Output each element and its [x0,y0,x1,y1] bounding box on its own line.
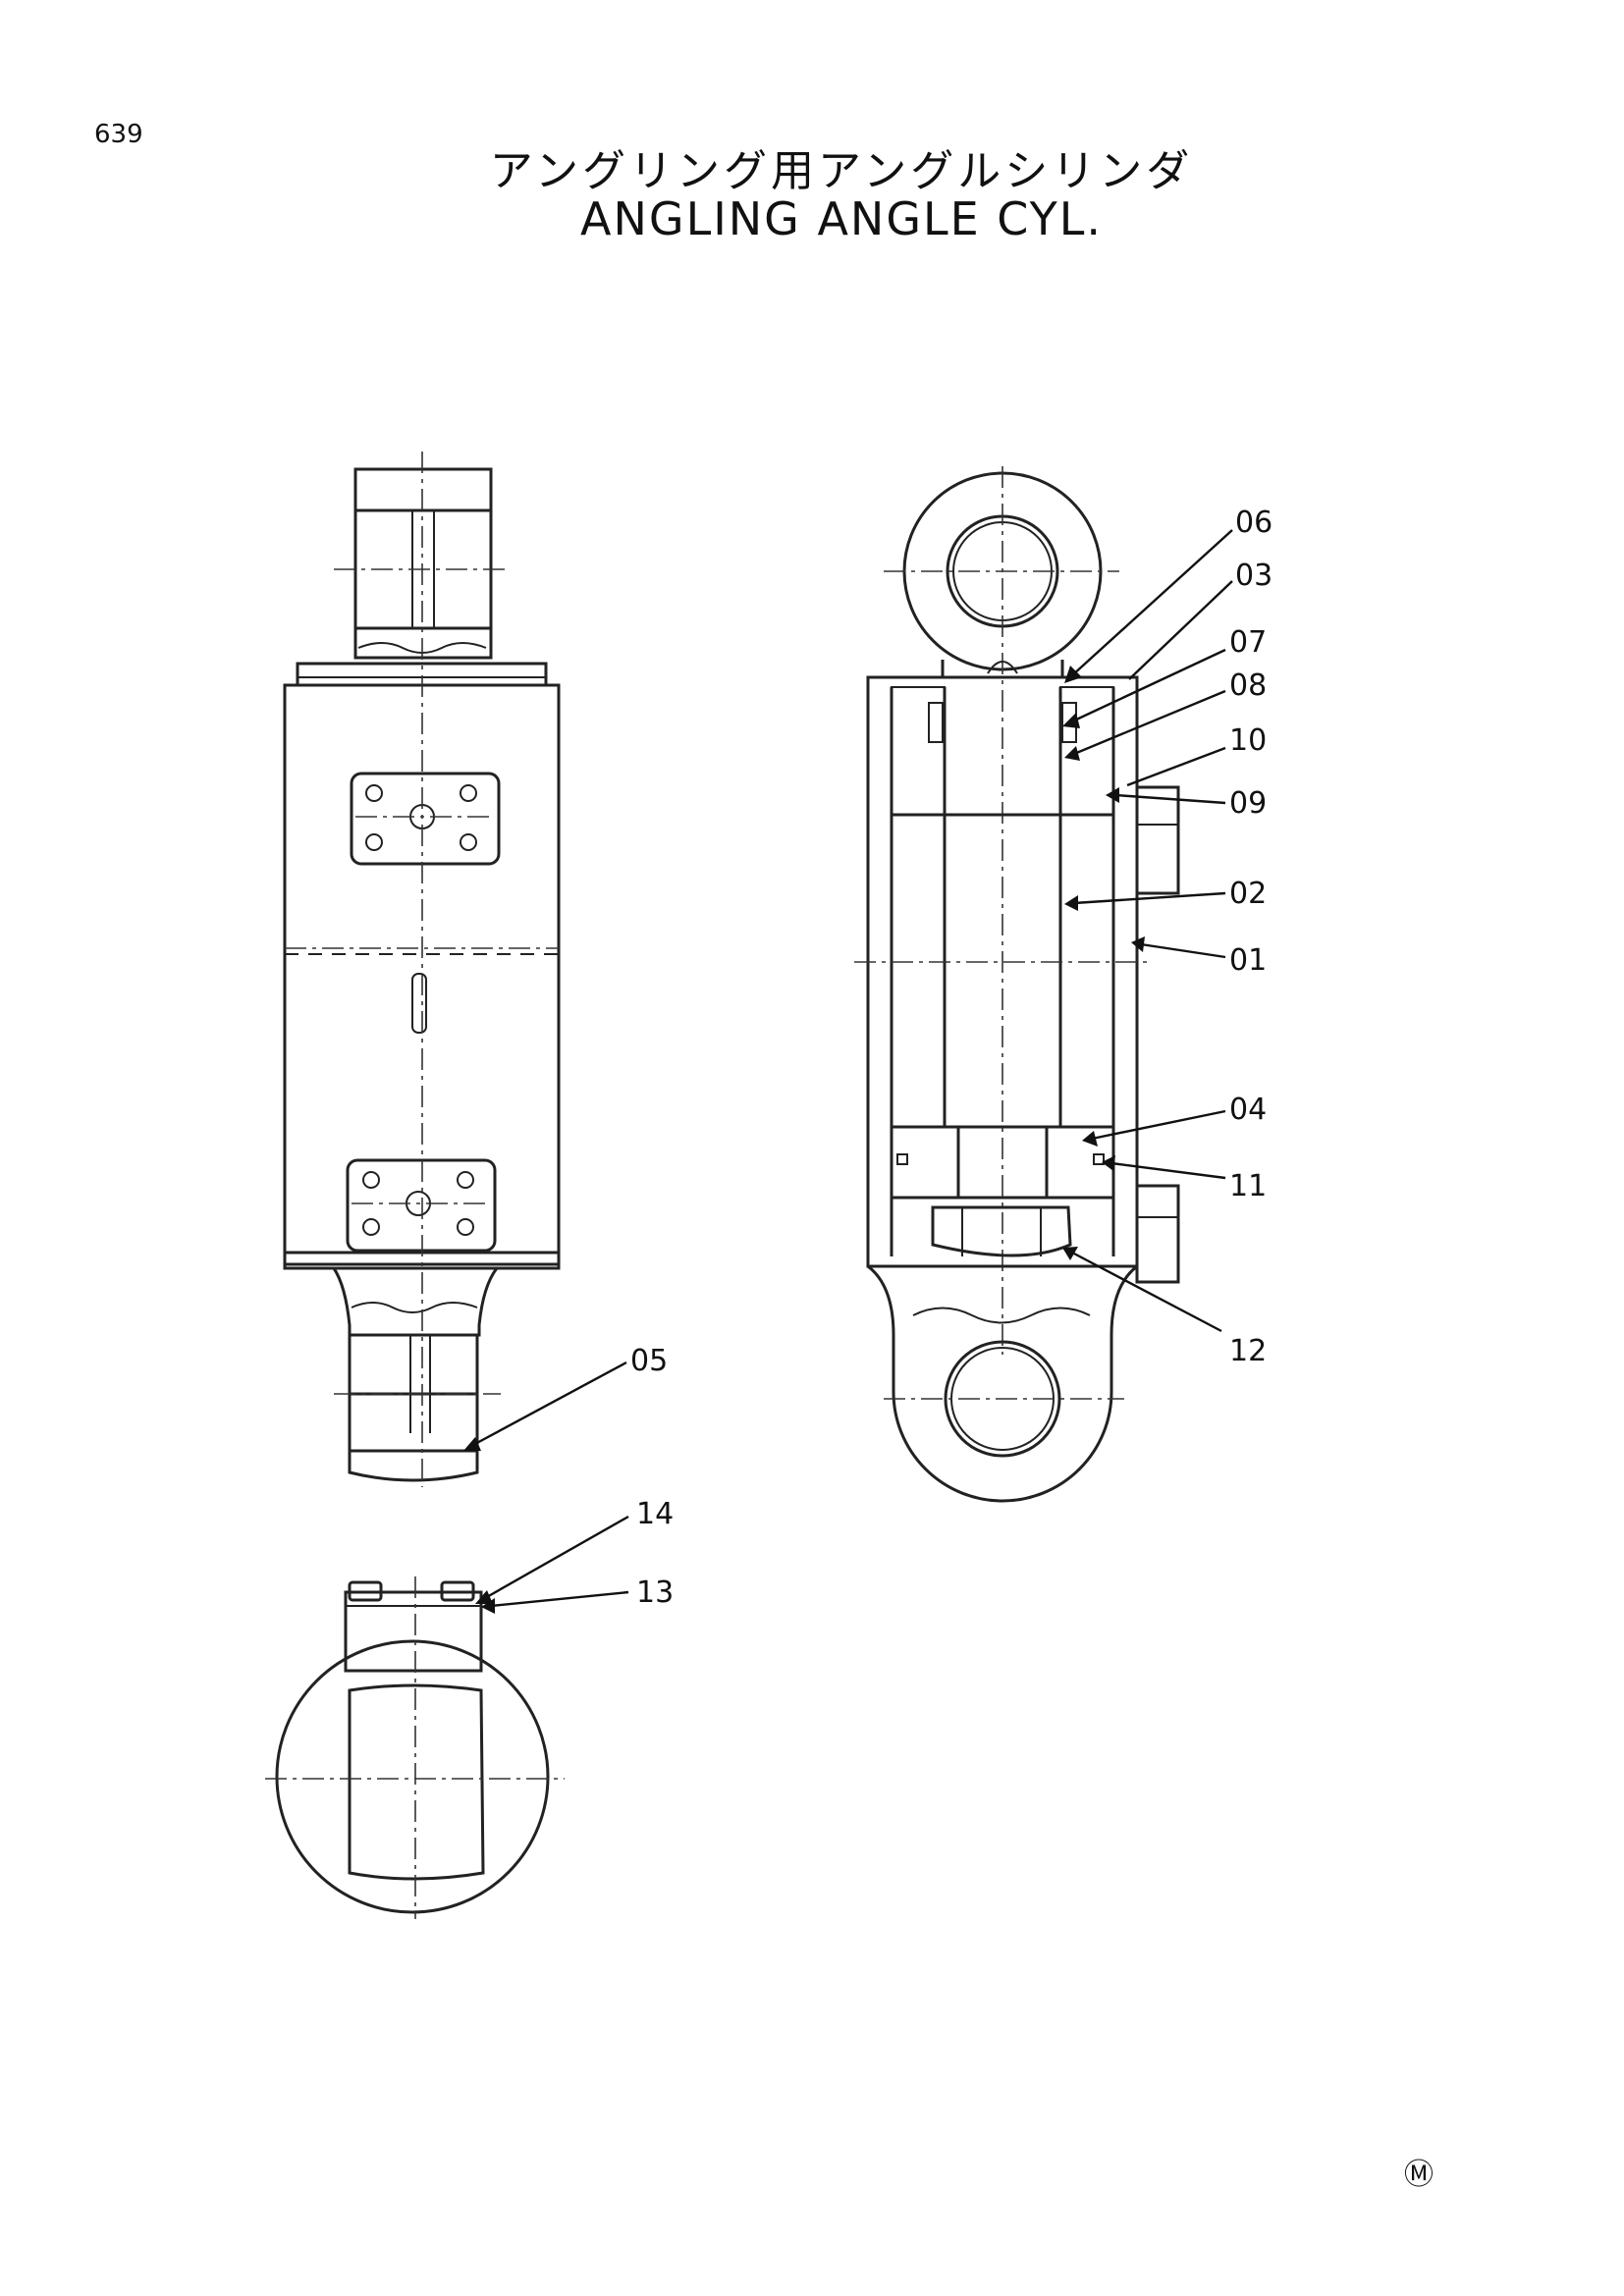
upper-port-block [350,772,501,866]
callout-02: 02 [1229,877,1267,911]
rod-eye-bottom [867,1264,1138,1503]
callout-06: 06 [1235,506,1272,540]
callout-11: 11 [1229,1169,1267,1203]
end-view [265,1576,565,1919]
callout-07: 07 [1229,625,1267,660]
lower-port-block [346,1158,497,1253]
manufacturer-mark: Ⓜ [1404,2158,1434,2192]
callout-04: 04 [1229,1093,1267,1127]
cylinder-tube [866,675,1139,1268]
page-number: 639 [94,120,143,149]
title-japanese: アングリング用アングルシリンダ [489,146,1194,196]
callout-01: 01 [1229,943,1267,978]
callout-08: 08 [1229,668,1267,703]
title-english: ANGLING ANGLE CYL. [580,192,1103,245]
callout-13: 13 [636,1575,674,1610]
nut [931,1205,1072,1257]
callout-09: 09 [1229,786,1267,821]
callout-12: 12 [1229,1334,1267,1368]
callout-leaders [463,529,1233,1614]
callout-03: 03 [1235,559,1272,593]
callout-14: 14 [636,1497,674,1531]
end-view-circle [275,1639,550,1914]
callout-10: 10 [1229,723,1267,758]
top-clevis [353,467,493,660]
exterior-view [283,452,561,1487]
section-view [854,466,1180,1503]
callout-05: 05 [630,1344,668,1378]
